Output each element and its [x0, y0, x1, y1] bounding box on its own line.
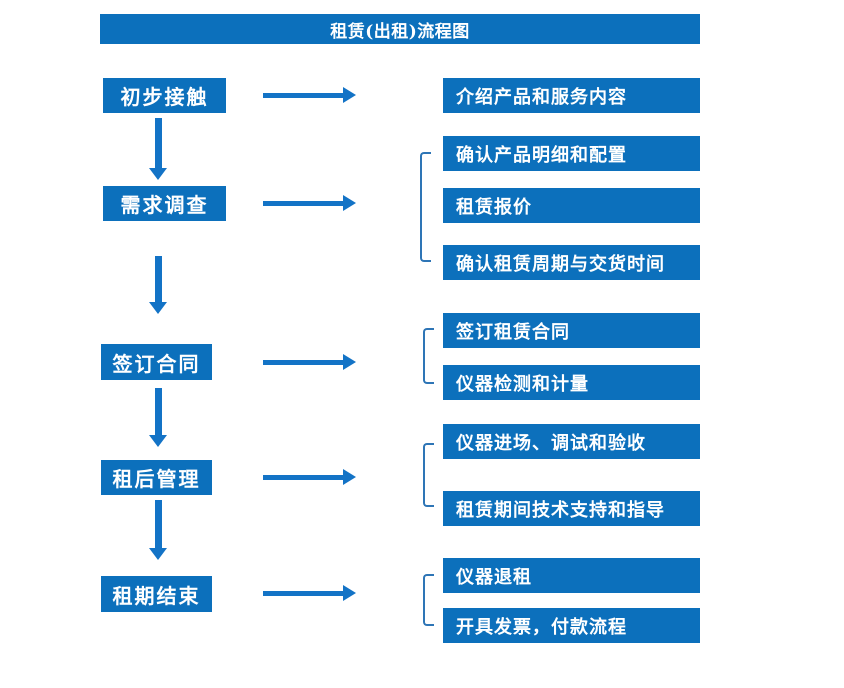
- arrow-right-icon-1: [263, 87, 356, 103]
- arrow-down-icon-1: [149, 118, 167, 180]
- detail-box-rental-quote: 租赁报价: [443, 188, 700, 223]
- detail-box-tech-support: 租赁期间技术支持和指导: [443, 491, 700, 526]
- arrow-right-icon-3: [263, 354, 356, 370]
- arrow-down-icon-2: [149, 256, 167, 314]
- detail-box-confirm-product-spec: 确认产品明细和配置: [443, 136, 700, 171]
- arrow-right-icon-5: [263, 585, 356, 601]
- bracket-group-5: [423, 574, 434, 626]
- flowchart-title: 租赁(出租)流程图: [100, 14, 700, 44]
- arrow-down-icon-4: [149, 500, 167, 560]
- arrow-down-icon-3: [149, 388, 167, 447]
- detail-box-confirm-period: 确认租赁周期与交货时间: [443, 245, 700, 280]
- detail-box-sign-rental-contract: 签订租赁合同: [443, 313, 700, 348]
- bracket-group-4: [423, 443, 434, 507]
- arrow-right-icon-2: [263, 195, 356, 211]
- step-box-demand-survey: 需求调查: [103, 186, 226, 221]
- bracket-group-2: [420, 152, 431, 262]
- detail-box-introduce-products: 介绍产品和服务内容: [443, 78, 700, 113]
- step-box-sign-contract: 签订合同: [101, 344, 212, 380]
- step-box-initial-contact: 初步接触: [103, 78, 226, 113]
- detail-box-invoice-payment: 开具发票，付款流程: [443, 608, 700, 643]
- detail-box-instrument-testing: 仪器检测和计量: [443, 365, 700, 400]
- step-box-post-rental-mgmt: 租后管理: [101, 460, 212, 495]
- bracket-group-3: [423, 328, 434, 384]
- detail-box-instrument-setup: 仪器进场、调试和验收: [443, 424, 700, 459]
- arrow-right-icon-4: [263, 469, 356, 485]
- step-box-rental-end: 租期结束: [101, 576, 212, 612]
- detail-box-instrument-return: 仪器退租: [443, 558, 700, 593]
